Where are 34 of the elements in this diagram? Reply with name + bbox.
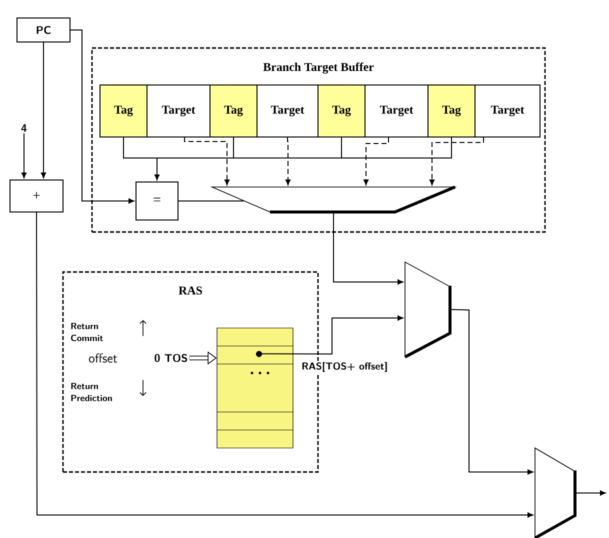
multiplexer-symbol [534,447,576,538]
process-box: = [136,182,178,220]
text-label: Return Commit [71,322,104,342]
process-box: PC [16,18,70,42]
dashed-arrow [429,137,484,186]
target-cell: Target [474,84,540,138]
stack-drawing [216,328,294,448]
tag-cell: Tag [428,84,476,138]
dashed-arrow [285,137,291,186]
arrow [575,490,606,496]
edge-label: RAS[TOS+ offset] [302,362,387,372]
target-cell: Target [364,84,428,138]
arrow [450,309,534,475]
arrow [123,137,452,180]
tag-cell: Tag [318,84,366,138]
arrow [70,30,134,204]
dashed-arrow [363,137,389,186]
process-box: + [10,180,64,212]
tag-cell: Tag [100,84,148,138]
signal-label: 4 [21,124,27,132]
dashed-arrow [184,137,230,186]
multiplexer-symbol [404,261,452,358]
tag-cell: Tag [210,84,258,138]
text-label: offset [88,353,118,363]
arrow [40,42,46,178]
connector-line [178,200,244,202]
arrow [333,212,404,285]
target-cell: Target [256,84,318,138]
target-cell: Target [146,84,210,138]
arrow [36,212,534,518]
multiplexer-symbol [210,186,457,214]
arrow [21,132,27,178]
signal-label: 0 TOS [154,354,188,362]
text-label: Return Prediction [71,382,112,402]
